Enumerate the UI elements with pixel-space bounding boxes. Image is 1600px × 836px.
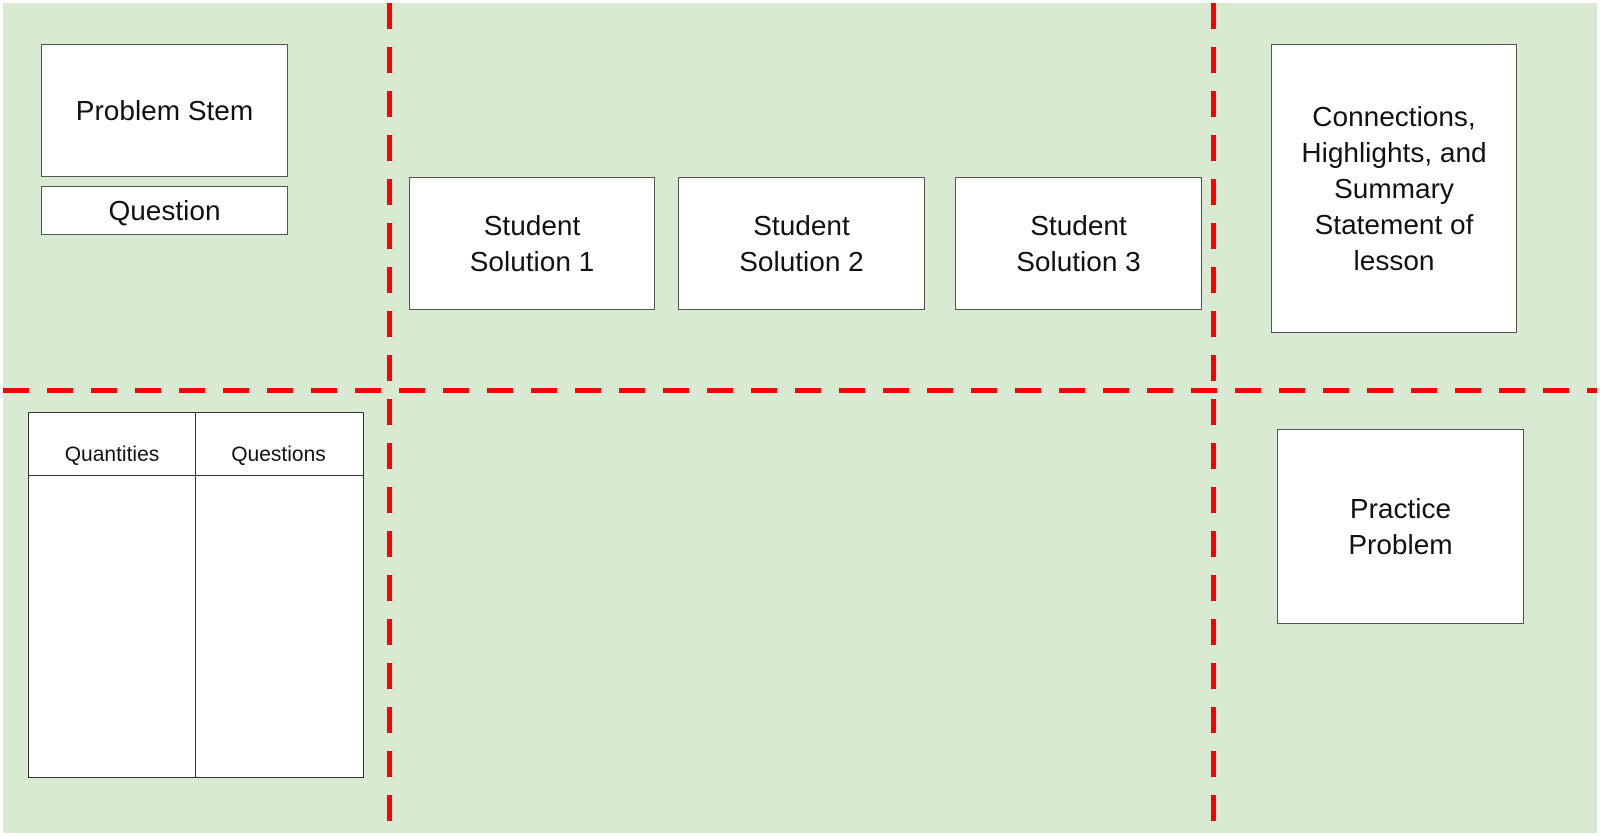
quantities-column-header: Quantities <box>64 443 160 466</box>
table-column-divider <box>195 413 196 777</box>
question-label: Question <box>108 194 221 226</box>
practice-problem-label: Practice Problem <box>1348 492 1453 560</box>
lesson-board: Problem Stem Question Student Solution 1… <box>3 3 1597 833</box>
problem-stem-label: Problem Stem <box>75 94 254 126</box>
student-solution-3-label: Student Solution 3 <box>1016 209 1141 277</box>
student-solution-3-box: Student Solution 3 <box>955 177 1202 310</box>
questions-column-header: Questions <box>231 443 326 466</box>
student-solution-2-label: Student Solution 2 <box>739 209 864 277</box>
student-solution-1-label: Student Solution 1 <box>469 209 595 277</box>
practice-problem-box: Practice Problem <box>1277 429 1524 624</box>
student-solution-1-box: Student Solution 1 <box>409 177 655 310</box>
problem-stem-box: Problem Stem <box>41 44 288 177</box>
divider-vertical-right <box>1211 3 1216 833</box>
table-header-divider <box>29 475 363 476</box>
question-box: Question <box>41 186 288 235</box>
summary-label: Connections, Highlights, and Summary Sta… <box>1301 100 1487 276</box>
divider-horizontal <box>3 388 1597 393</box>
summary-box: Connections, Highlights, and Summary Sta… <box>1271 44 1517 333</box>
student-solution-2-box: Student Solution 2 <box>678 177 925 310</box>
divider-vertical-left <box>387 3 392 833</box>
quantities-questions-table: Quantities Questions <box>28 412 364 778</box>
